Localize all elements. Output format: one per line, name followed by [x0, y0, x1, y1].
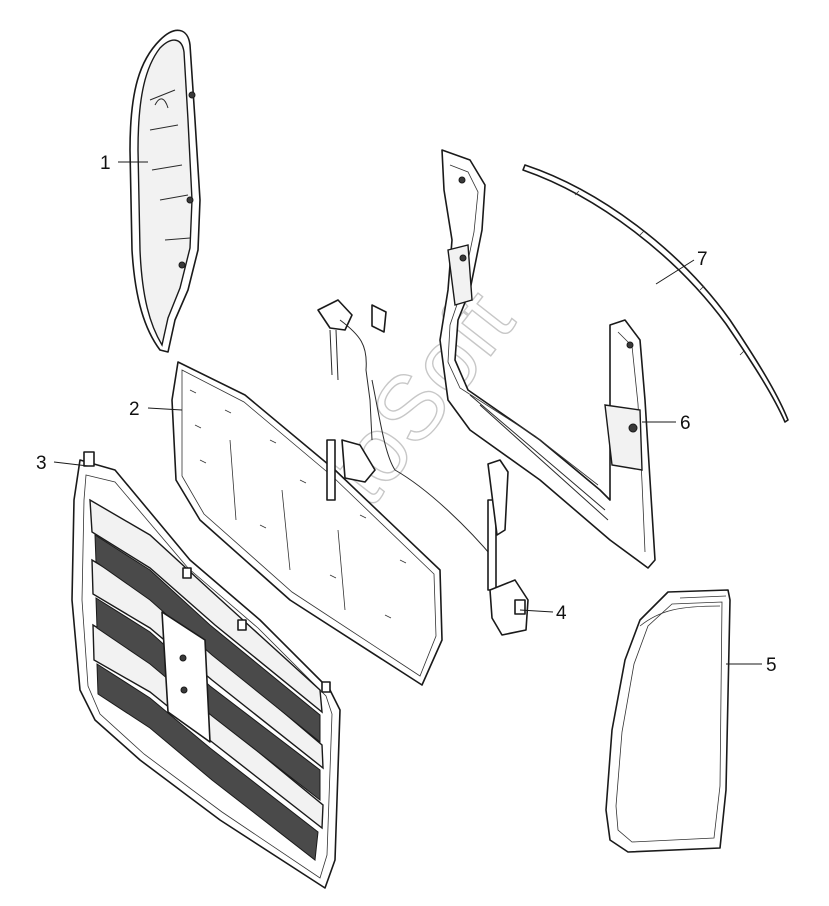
callout-2: 2 [129, 399, 140, 420]
callout-5: 5 [766, 655, 777, 676]
callout-leaders [53, 161, 762, 665]
part-4-hood-latch-cable [317, 299, 529, 636]
part-7-seal-strip [522, 164, 789, 423]
callout-4: 4 [556, 603, 567, 624]
part-1-side-panel [129, 29, 201, 353]
part-5-corner-panel [605, 589, 731, 853]
part-3-front-grille [71, 451, 341, 889]
part-2-grille-screen [171, 361, 443, 686]
leader-3 [53, 461, 89, 467]
leader-4 [519, 609, 554, 613]
callout-1: 1 [100, 153, 111, 174]
callout-6: 6 [680, 413, 691, 434]
callout-labels: 1 2 3 4 5 6 7 [36, 153, 777, 676]
callout-3: 3 [36, 453, 47, 474]
leader-7 [655, 259, 695, 285]
leader-2 [147, 407, 183, 411]
callout-7: 7 [697, 249, 708, 270]
part-6-radiator-support [439, 149, 656, 569]
